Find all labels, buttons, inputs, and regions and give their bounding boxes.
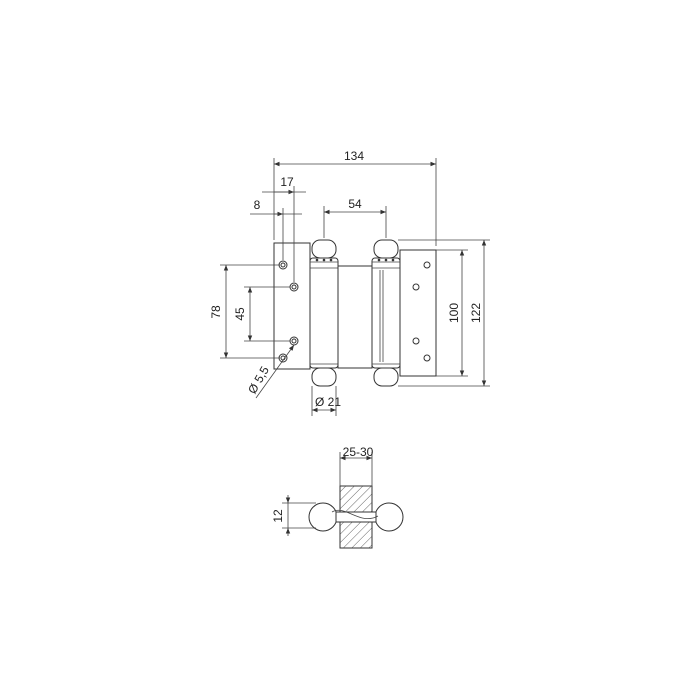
section-right-barrel xyxy=(374,502,404,532)
center-spring-body xyxy=(337,265,373,369)
section-left-barrel xyxy=(308,502,338,532)
dim-overall-width: 134 xyxy=(344,149,364,163)
right-barrel xyxy=(371,239,401,387)
dim-gap-12: 12 xyxy=(271,509,285,523)
section-view xyxy=(282,452,404,549)
front-view xyxy=(273,239,437,387)
dim-hole-span-78: 78 xyxy=(209,305,223,319)
dim-hole-span-45: 45 xyxy=(233,307,247,321)
front-dimensions xyxy=(220,158,490,416)
left-leaf-plate xyxy=(273,242,311,370)
dim-door-thickness: 25-30 xyxy=(343,445,374,459)
dim-offset-8: 8 xyxy=(254,198,261,212)
dim-barrel-diameter: Ø 21 xyxy=(315,395,341,409)
dim-total-height: 122 xyxy=(469,303,483,323)
dim-leaf-height: 100 xyxy=(447,303,461,323)
dim-hole-diameter: Ø 5,5 xyxy=(245,364,272,397)
dim-offset-17: 17 xyxy=(280,175,294,189)
right-screw-holes xyxy=(412,261,431,362)
dim-barrel-spacing: 54 xyxy=(348,197,362,211)
right-leaf-plate xyxy=(399,249,437,377)
left-barrel xyxy=(309,239,339,387)
